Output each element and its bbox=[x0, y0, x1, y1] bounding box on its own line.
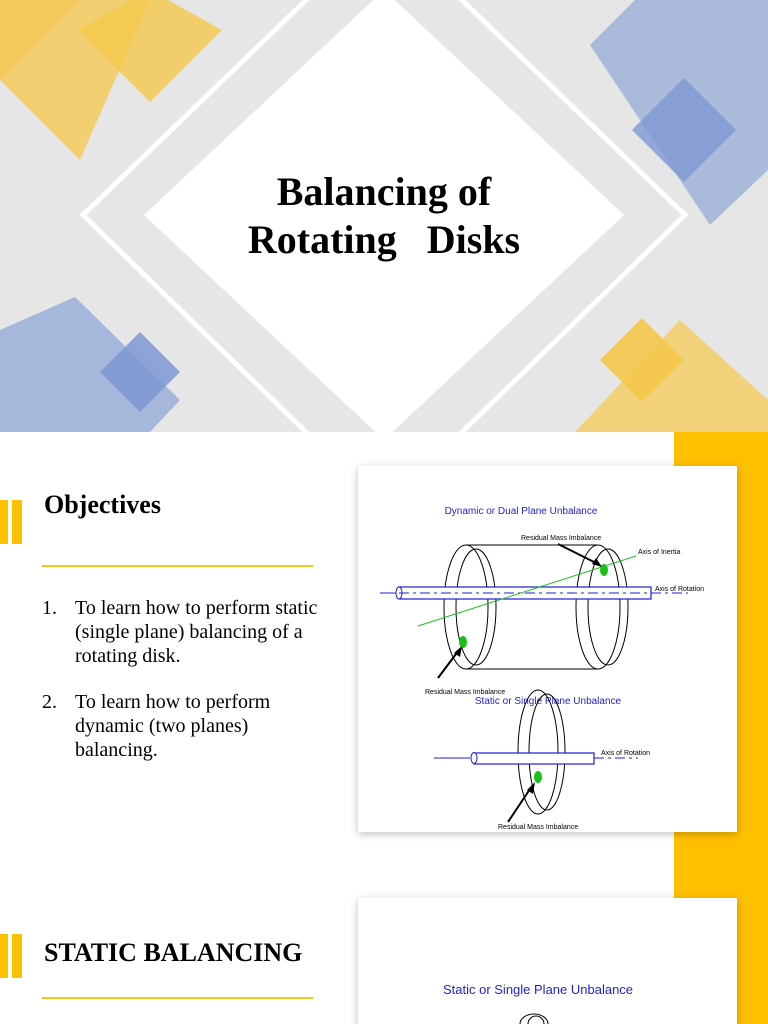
heading-rule bbox=[42, 565, 313, 567]
static-residual-label: Residual Mass Imbalance bbox=[498, 824, 578, 831]
heading-rule bbox=[42, 997, 313, 999]
title-line-1: Balancing of bbox=[276, 169, 492, 214]
arrow-top-head bbox=[592, 558, 602, 567]
title-line-2: Rotating Disks bbox=[247, 217, 521, 262]
residual-mass-left bbox=[459, 636, 467, 648]
residual-label-top: Residual Mass Imbalance bbox=[521, 535, 601, 542]
deco-blue-square bbox=[632, 78, 736, 182]
accent-bar-left-1 bbox=[0, 934, 8, 978]
static-disk-top-inner bbox=[527, 1015, 545, 1024]
residual-label-bottom: Residual Mass Imbalance bbox=[425, 689, 505, 696]
static-axis-label: Axis of Rotation bbox=[601, 750, 650, 757]
static-shaft-end bbox=[470, 752, 478, 764]
arrow-bottom bbox=[437, 649, 460, 679]
arrow-bottom-head bbox=[454, 646, 462, 657]
deco-yellow-square bbox=[78, 0, 222, 102]
list-text: To learn how to perform dynamic (two pla… bbox=[75, 691, 271, 761]
residual-mass-right bbox=[600, 564, 608, 576]
static-shaft bbox=[473, 752, 595, 765]
arrow-top bbox=[557, 543, 599, 565]
left-disk-inner bbox=[455, 548, 497, 666]
accent-bar-left-2 bbox=[12, 934, 22, 978]
list-item: 2. To learn how to perform dynamic (two … bbox=[0, 690, 330, 762]
static-heading: STATIC BALANCING bbox=[44, 938, 303, 967]
list-number: 2. bbox=[42, 691, 57, 713]
list-number: 1. bbox=[42, 597, 57, 619]
static-arrow-head bbox=[527, 782, 535, 794]
left-disk-outer bbox=[443, 544, 489, 670]
objectives-slide: Objectives 1. To learn how to perform st… bbox=[0, 432, 768, 864]
title-slide: Balancing of Rotating Disks bbox=[0, 0, 768, 432]
deco-yellow-square-2 bbox=[600, 318, 684, 402]
axis-inertia-label: Axis of Inertia bbox=[638, 549, 681, 556]
static-title: Static or Single Plane Unbalance bbox=[475, 696, 622, 707]
accent-bar-left-2 bbox=[12, 500, 22, 544]
axis-rotation-label: Axis of Rotation bbox=[655, 586, 704, 593]
title-slide-decoration bbox=[0, 0, 768, 432]
static-diagram: Static or Single Plane Unbalance bbox=[443, 982, 633, 1024]
deco-yellow-bottomright bbox=[575, 320, 768, 432]
static-disk-outer bbox=[517, 689, 559, 815]
objectives-list: 1. To learn how to perform static (singl… bbox=[0, 596, 330, 784]
static-arrow bbox=[507, 785, 533, 823]
accent-bar-right-lower bbox=[737, 898, 768, 1024]
objectives-heading: Objectives bbox=[44, 490, 161, 519]
title-diamond bbox=[144, 0, 624, 432]
right-disk-outer bbox=[575, 544, 621, 670]
static-disk-inner bbox=[528, 693, 566, 811]
accent-bar-left-1 bbox=[0, 500, 8, 544]
static-residual-mass bbox=[534, 771, 542, 783]
deco-white-outline bbox=[79, 0, 689, 432]
accent-bar-right bbox=[674, 864, 768, 898]
right-disk-inner bbox=[587, 548, 629, 666]
deco-yellow-topleft-2 bbox=[0, 0, 150, 80]
axis-of-inertia-line bbox=[417, 555, 637, 627]
list-item: 1. To learn how to perform static (singl… bbox=[0, 596, 330, 668]
static-figure-title: Static or Single Plane Unbalance bbox=[443, 982, 633, 997]
deco-blue-square-2 bbox=[100, 332, 180, 412]
static-balancing-slide: STATIC BALANCING Static or Single Plane … bbox=[0, 864, 768, 1024]
dynamic-title: Dynamic or Dual Plane Unbalance bbox=[445, 506, 598, 517]
unbalance-diagram: Dynamic or Dual Plane Unbalance R bbox=[380, 506, 704, 831]
static-figure: Static or Single Plane Unbalance bbox=[358, 898, 737, 1024]
slide-title: Balancing of Rotating Disks bbox=[184, 168, 584, 264]
static-disk-top bbox=[519, 1013, 549, 1024]
list-text: To learn how to perform static (single p… bbox=[75, 597, 318, 667]
unbalance-figure: Dynamic or Dual Plane Unbalance R bbox=[358, 466, 737, 832]
